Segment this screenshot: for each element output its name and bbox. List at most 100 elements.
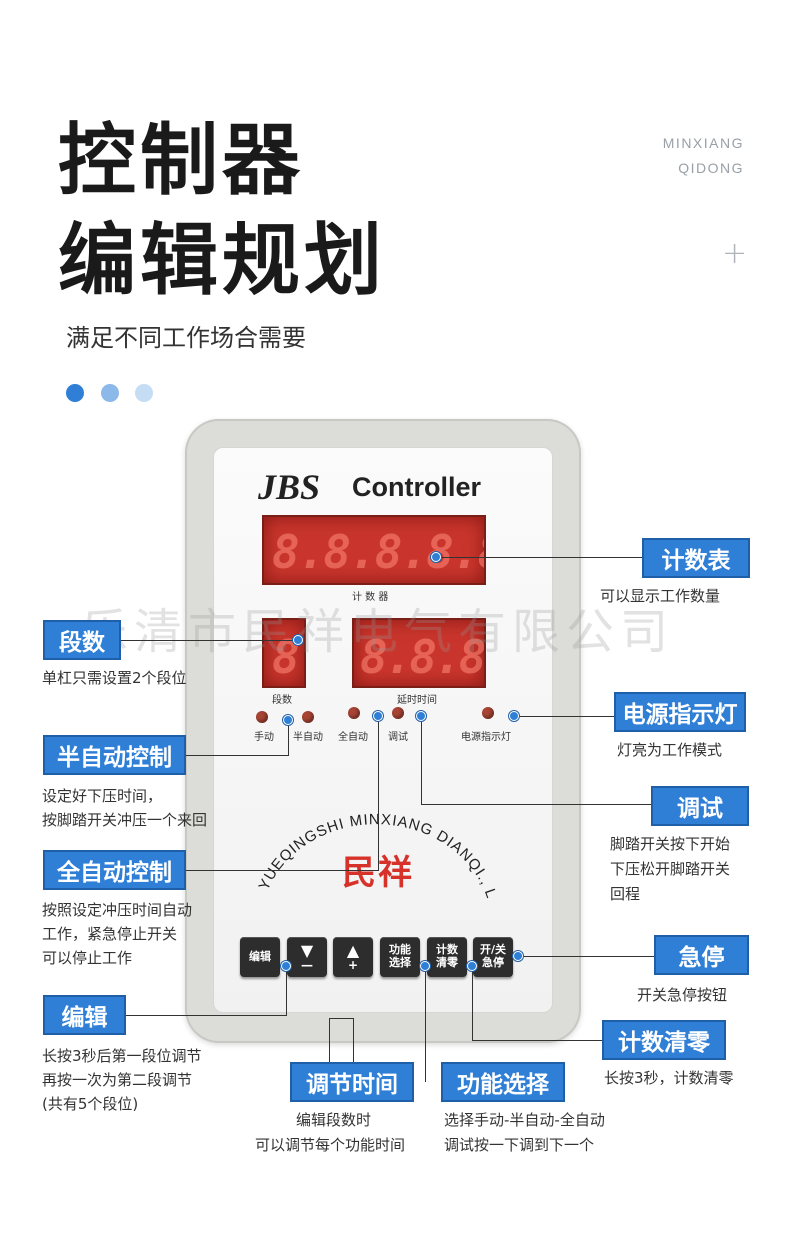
title-line-2: 编辑规划: [58, 216, 387, 306]
clear-connector-v: [472, 966, 473, 1040]
plus-sign: +: [347, 958, 359, 972]
counter-marker-dot: [431, 552, 441, 562]
subtitle: 满足不同工作场合需要: [66, 324, 306, 352]
full-auto-connector-h: [186, 870, 378, 871]
count-clear-key[interactable]: 计数 清零: [427, 937, 467, 977]
semi-auto-marker-dot: [283, 715, 293, 725]
callout-semi-auto: 半自动控制: [43, 735, 186, 775]
brand-en-line-1: MINXIANG: [662, 135, 744, 151]
down-key[interactable]: ▼ —: [287, 937, 327, 977]
triangle-up-icon: ▲: [346, 941, 360, 960]
function-select-key[interactable]: 功能 选择: [380, 937, 420, 977]
semi-auto-connector-v: [288, 720, 289, 756]
count-clear-line-2: 清零: [436, 956, 458, 969]
up-key[interactable]: ▲ +: [333, 937, 373, 977]
callout-full-auto: 全自动控制: [43, 850, 186, 890]
count-clear-line-1: 计数: [436, 943, 458, 957]
manual-label: 手动: [254, 732, 274, 743]
counter-led-display: 8.8.8.8.8.: [262, 515, 486, 585]
callout-counter: 计数表: [642, 538, 750, 578]
triangle-down-icon: ▼: [300, 941, 314, 960]
callout-debug: 调试: [651, 786, 749, 826]
company-arc-text: YUEQINGSHI MINXIANG DIANQI., LTD: [246, 770, 499, 900]
time-led-display: 8.8.8.: [352, 618, 486, 688]
edit-connector-v: [286, 966, 287, 1016]
callout-function-select: 功能选择: [441, 1062, 565, 1102]
semi-auto-indicator-led: [302, 711, 314, 723]
full-auto-marker-dot: [373, 711, 383, 721]
desc-adjust-time-1: 编辑段数时: [296, 1111, 372, 1129]
callout-power: 电源指示灯: [614, 692, 746, 732]
clear-marker-dot: [467, 961, 477, 971]
desc-adjust-time-2: 可以调节每个功能时间: [255, 1136, 406, 1154]
adjust-time-connector-right: [353, 1018, 354, 1062]
desc-full-auto-2: 工作，紧急停止开关: [42, 925, 178, 943]
decor-dot-3: [135, 384, 153, 402]
power-connector: [514, 716, 614, 717]
callout-count-clear: 计数清零: [602, 1020, 726, 1060]
edit-marker-dot: [281, 961, 291, 971]
emergency-stop-line-2: 急停: [482, 956, 504, 969]
minxiang-logo: 民祥: [342, 853, 414, 893]
desc-power: 灯亮为工作模式: [617, 741, 723, 759]
decor-dot-2: [101, 384, 119, 402]
delay-label: 延时时间: [397, 695, 437, 706]
title-line-1: 控制器: [58, 116, 305, 206]
function-select-line-1: 功能: [389, 943, 411, 957]
callout-adjust-time: 调节时间: [290, 1062, 414, 1102]
callout-edit: 编辑: [43, 995, 126, 1035]
emergency-stop-line-1: 开/关: [479, 943, 507, 957]
decor-dot-1: [66, 384, 84, 402]
full-auto-label: 全自动: [338, 732, 368, 743]
counter-label: 计 数 器: [352, 592, 389, 603]
desc-semi-auto-1: 设定好下压时间，: [42, 787, 163, 805]
minus-sign: —: [301, 958, 313, 972]
desc-edit-2: 再按一次为第二段调节: [42, 1071, 193, 1089]
desc-edit-1: 长按3秒后第一段位调节: [42, 1047, 202, 1065]
debug-marker-dot: [416, 711, 426, 721]
manual-indicator-led: [256, 711, 268, 723]
full-auto-connector-v: [378, 716, 379, 871]
desc-full-auto-1: 按照设定冲压时间自动: [42, 901, 193, 919]
semi-auto-connector-h: [186, 755, 288, 756]
time-digits: 8.8.8.: [360, 630, 484, 684]
desc-function-select-1: 选择手动-半自动-全自动: [444, 1111, 605, 1129]
desc-segments: 单杠只需设置2个段位: [42, 669, 187, 687]
desc-full-auto-3: 可以停止工作: [42, 949, 133, 967]
function-select-line-2: 选择: [389, 956, 411, 969]
segment-label: 段数: [272, 695, 292, 706]
power-label: 电源指示灯: [461, 732, 511, 743]
debug-connector-h: [421, 804, 651, 805]
segment-led-display: 8: [262, 618, 306, 688]
edit-key[interactable]: 编辑: [240, 937, 280, 977]
segments-marker-dot: [293, 635, 303, 645]
brand-jbs: JBS: [258, 467, 321, 507]
counter-connector: [436, 557, 642, 558]
edit-key-label: 编辑: [249, 949, 271, 963]
desc-edit-3: (共有5个段位): [42, 1095, 139, 1113]
brand-en-line-2: QIDONG: [678, 160, 744, 176]
counter-digits: 8.8.8.8.8.: [272, 525, 484, 579]
semi-auto-label: 半自动: [293, 732, 323, 743]
func-select-connector-v: [425, 966, 426, 1082]
emergency-marker-dot: [513, 951, 523, 961]
clear-connector-h: [472, 1040, 602, 1041]
emergency-stop-key[interactable]: 开/关 急停: [473, 937, 513, 977]
adjust-time-connector-top: [329, 1018, 353, 1019]
desc-debug-3: 回程: [610, 885, 641, 903]
power-marker-dot: [509, 711, 519, 721]
desc-debug-1: 脚踏开关按下开始: [610, 835, 731, 853]
desc-emergency: 开关急停按钮: [637, 986, 728, 1004]
desc-function-select-2: 调试按一下调到下一个: [444, 1136, 595, 1154]
plus-icon: +: [722, 236, 748, 271]
emergency-connector: [518, 956, 654, 957]
power-indicator-led: [482, 707, 494, 719]
func-select-marker-dot: [420, 961, 430, 971]
edit-connector-h: [126, 1015, 286, 1016]
desc-count-clear: 长按3秒，计数清零: [604, 1069, 734, 1087]
segments-connector: [120, 640, 298, 641]
desc-counter: 可以显示工作数量: [600, 587, 721, 605]
debug-label: 调试: [388, 732, 408, 743]
debug-connector-v: [421, 716, 422, 804]
adjust-time-connector-left: [329, 1018, 330, 1062]
